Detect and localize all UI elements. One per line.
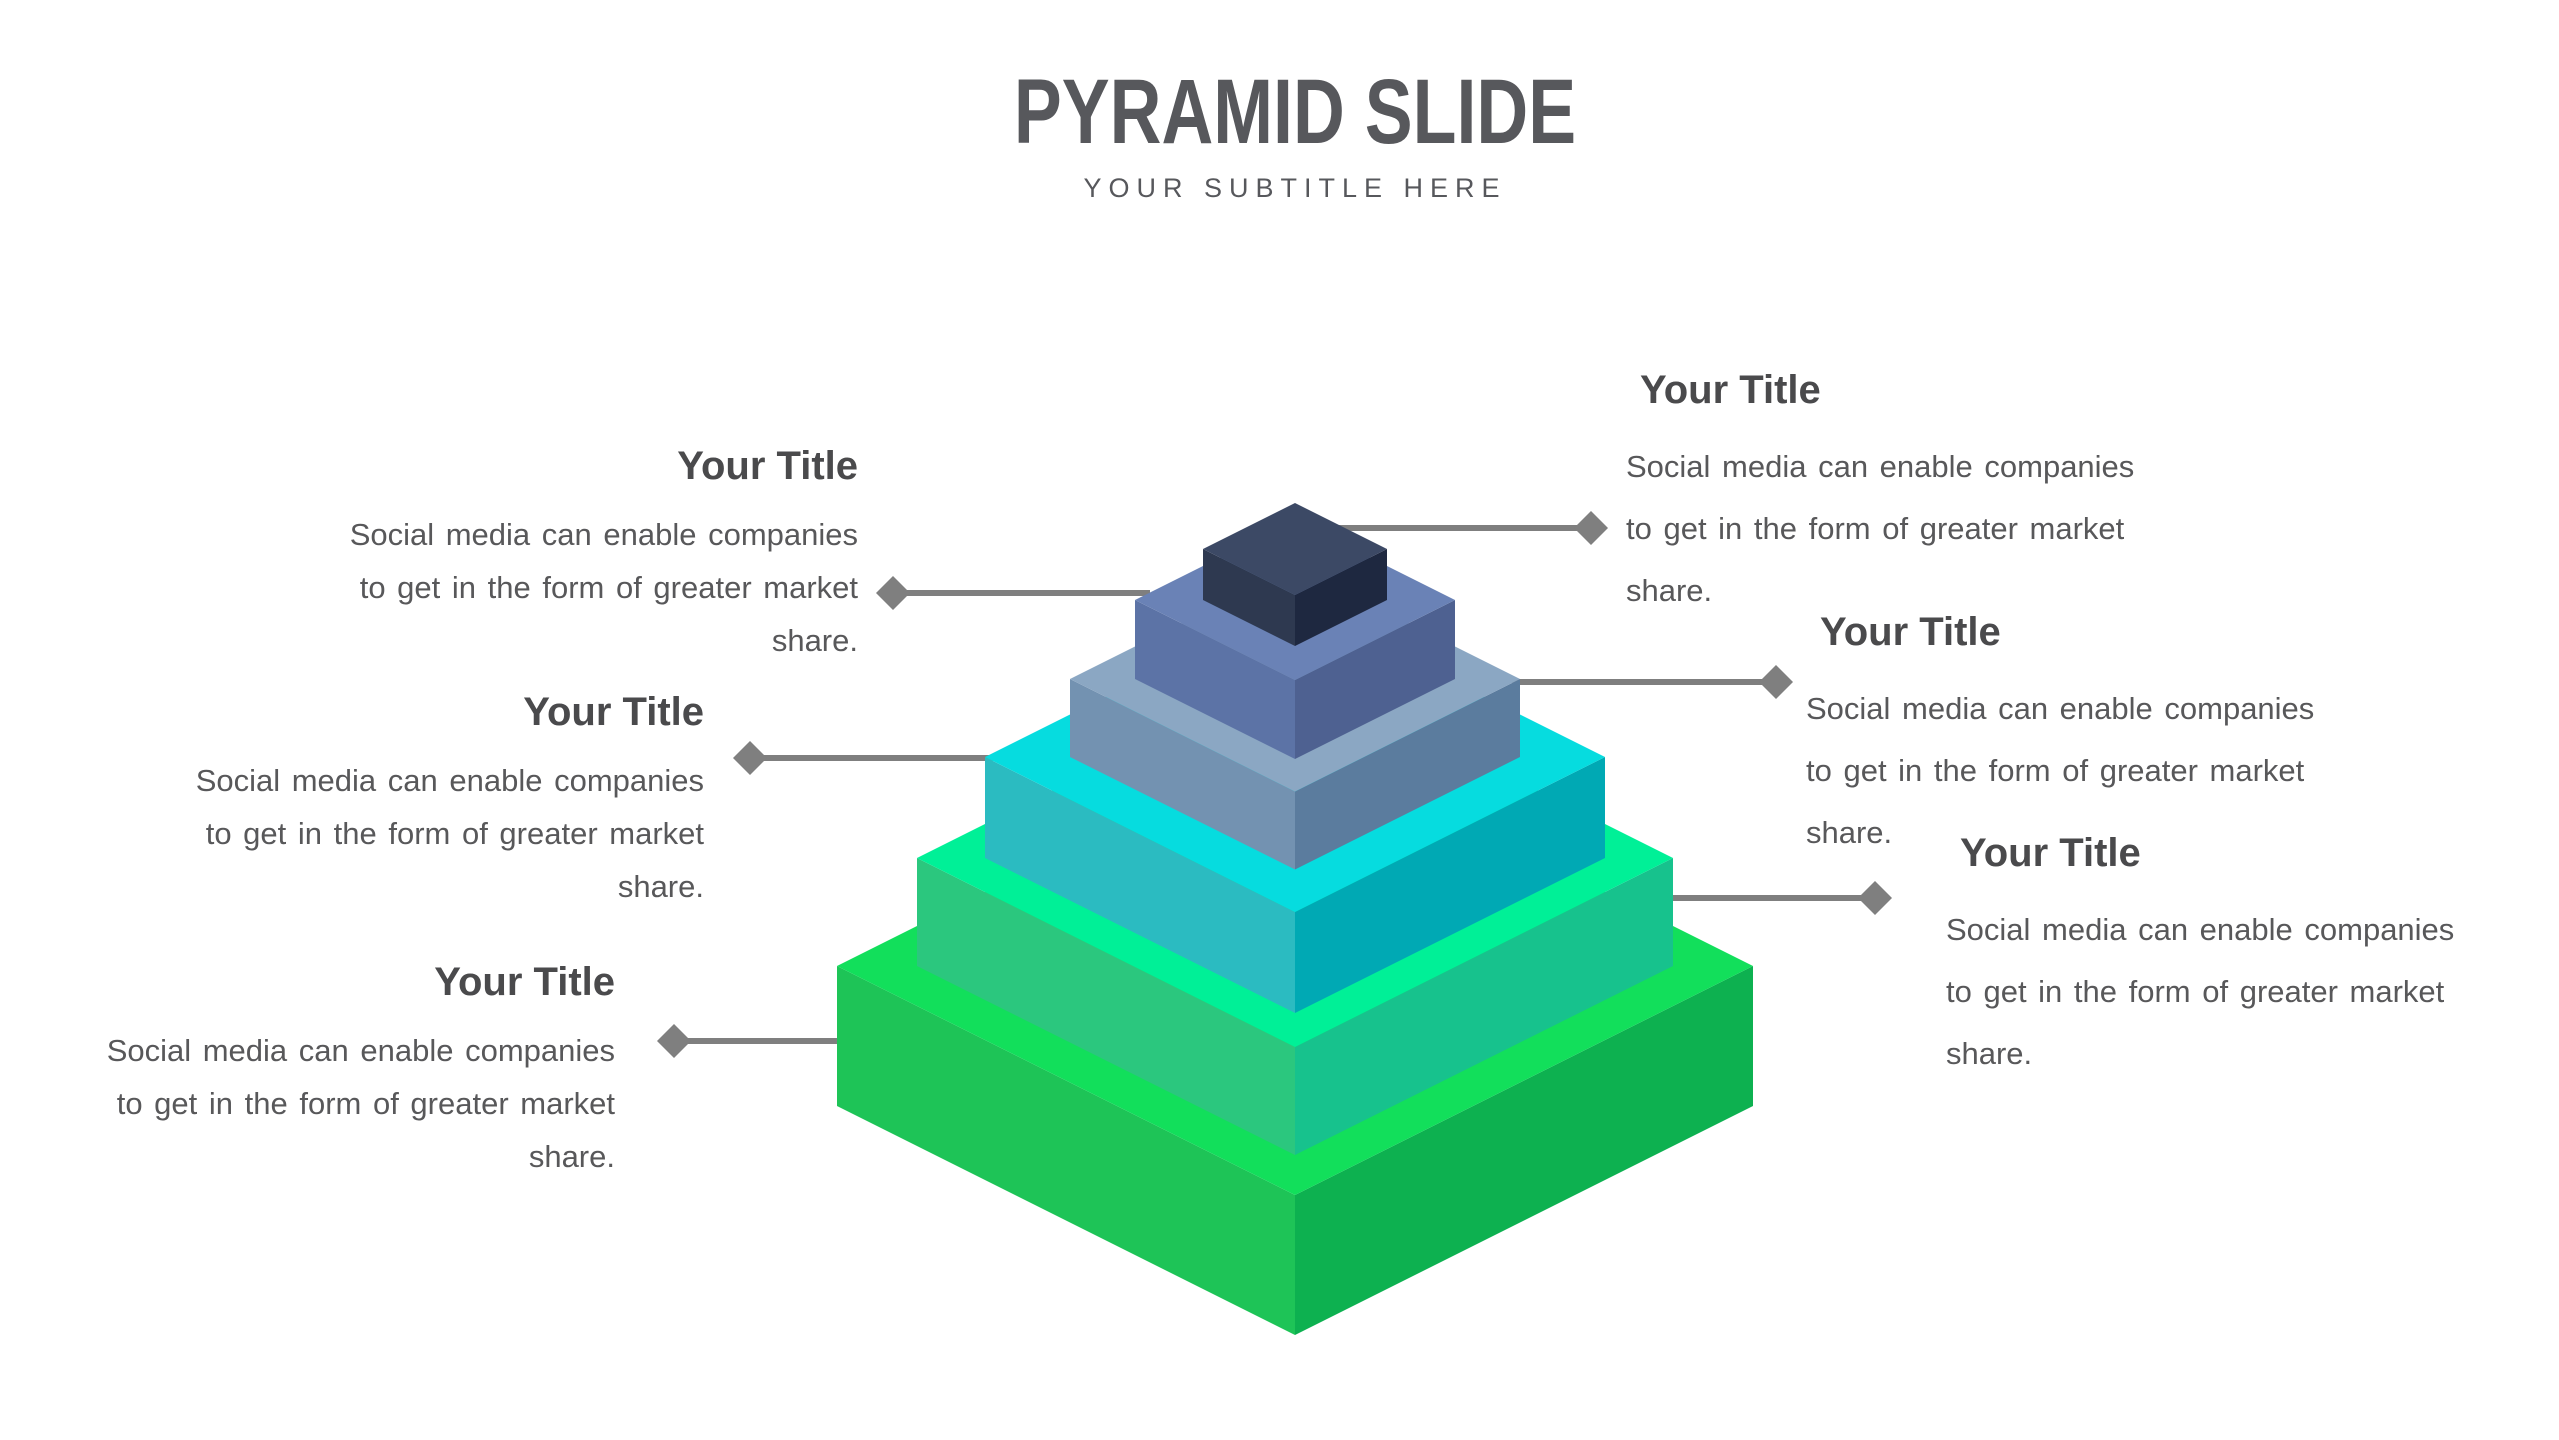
pyramid-layer-5-mint-left-face <box>917 858 1295 1155</box>
callout-left-middle: Your Title Social media can enable compa… <box>184 688 704 913</box>
pyramid-layer-6-green-right-face <box>1295 966 1753 1335</box>
pyramid-layer-1-navy-right-face <box>1295 549 1387 646</box>
pyramid-layer-6-green-left-face <box>837 966 1295 1335</box>
callout-title: Your Title <box>1640 368 1821 412</box>
connector-diamond-icon-to-layer-4 <box>733 741 767 775</box>
connector-diamond-icon-to-layer-6 <box>657 1024 691 1058</box>
pyramid-layer-4-cyan-left-face <box>985 757 1295 1013</box>
slide-subtitle: YOUR SUBTITLE HERE <box>1083 172 1507 203</box>
callout-title: Your Title <box>677 444 858 488</box>
pyramid-layer-1-navy-top-face <box>1203 503 1387 595</box>
callout-title: Your Title <box>1820 610 2001 654</box>
pyramid-layer-3-steel-right-face <box>1295 679 1520 870</box>
callout-right-bottom: Your Title Social media can enable compa… <box>1946 829 2466 1085</box>
slide-header: PYRAMID SLIDE YOUR SUBTITLE HERE <box>935 64 1656 204</box>
connector-diamond-icon-to-layer-5 <box>1858 881 1892 915</box>
pyramid-layer-2-slate-left-face <box>1135 600 1295 759</box>
callout-right-middle: Your Title Social media can enable compa… <box>1806 608 2326 864</box>
slide-title: PYRAMID SLIDE <box>1013 61 1577 163</box>
pyramid-layer-1-navy-left-face <box>1203 549 1295 646</box>
pyramid-layer-4-cyan-right-face <box>1295 757 1605 1013</box>
connector-diamond-icon-to-layer-1 <box>1574 511 1608 545</box>
callout-title: Your Title <box>434 960 615 1004</box>
pyramid-layer-5-mint-right-face <box>1295 858 1673 1155</box>
callout-left-bottom: Your Title Social media can enable compa… <box>95 958 615 1183</box>
callout-left-top: Your Title Social media can enable compa… <box>338 442 858 667</box>
pyramid-layer-3-steel-left-face <box>1070 679 1295 870</box>
connector-diamond-icon-to-layer-2 <box>876 576 910 610</box>
pyramid-layer-2-slate-right-face <box>1295 600 1455 759</box>
callout-title: Your Title <box>1960 831 2141 875</box>
callout-right-top: Your Title Social media can enable compa… <box>1626 366 2146 622</box>
callout-title: Your Title <box>523 690 704 734</box>
connector-diamond-icon-to-layer-3 <box>1759 665 1793 699</box>
